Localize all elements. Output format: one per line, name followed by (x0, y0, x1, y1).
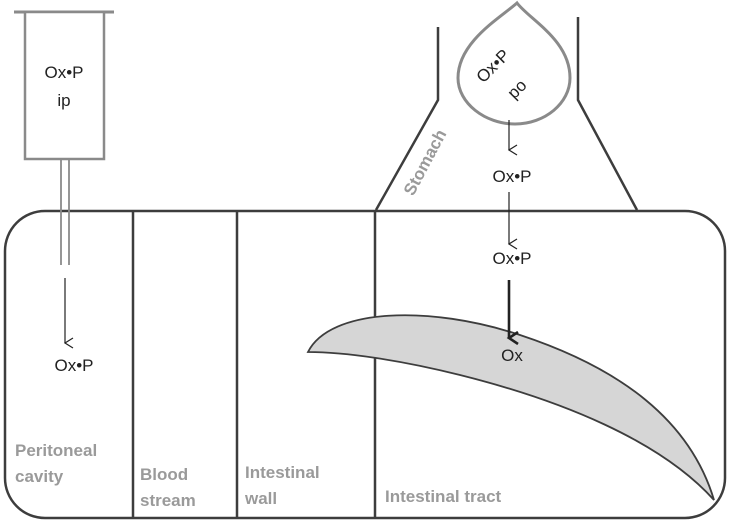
region-blood-line2: stream (140, 491, 196, 510)
syringe-label-route: ip (57, 91, 70, 110)
stomach-label: Stomach (400, 126, 450, 198)
region-blood-line1: Blood (140, 465, 188, 484)
region-tract: Intestinal tract (385, 487, 502, 506)
syringe: Ox•P ip (14, 10, 114, 265)
syringe-label-compound: Ox•P (44, 63, 83, 82)
compound-peritoneal: Ox•P (54, 356, 93, 375)
region-peritoneal-line1: Peritoneal (15, 441, 97, 460)
compound-tract-upper: Ox•P (492, 249, 531, 268)
compound-stomach-exit: Ox•P (492, 167, 531, 186)
region-wall-line1: Intestinal (245, 463, 320, 482)
region-peritoneal-line2: cavity (15, 467, 64, 486)
stomach-funnel (374, 17, 639, 211)
region-wall-line2: wall (244, 489, 277, 508)
body-outline (3, 209, 727, 520)
intestinal-villus-shape (306, 314, 715, 501)
oral-drop: Ox•P po (456, 0, 572, 126)
compound-tract-product: Ox (501, 346, 523, 365)
